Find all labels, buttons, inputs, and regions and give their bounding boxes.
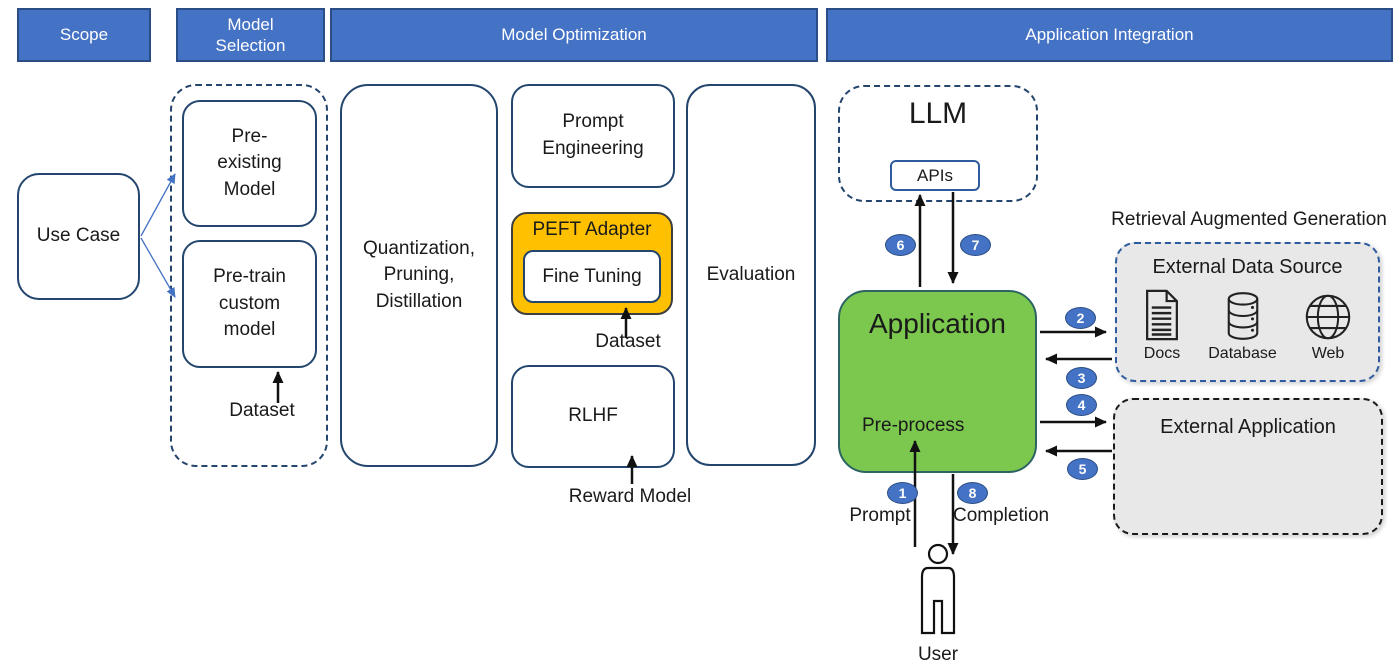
- rag-label: Retrieval Augmented Generation: [1111, 209, 1387, 230]
- evaluation-label: Evaluation: [706, 263, 796, 285]
- flow-badge-8-label: 8: [968, 485, 977, 501]
- external-data-source-icons: Docs Database: [1117, 279, 1378, 363]
- phase-application-integration-label: Application Integration: [1025, 25, 1194, 45]
- flow-badge-1: 1: [887, 482, 918, 504]
- external-data-source-title: External Data Source: [1152, 256, 1343, 278]
- application-label: Application: [869, 308, 1006, 339]
- flow-badge-3-label: 3: [1077, 370, 1086, 386]
- fine-tuning-label: Fine Tuning: [542, 265, 642, 287]
- phase-application-integration: Application Integration: [826, 8, 1393, 62]
- flow-badge-5-label: 5: [1078, 461, 1087, 477]
- flow-badge-7-label: 7: [971, 237, 980, 253]
- quantization-node: Quantization, Pruning, Distillation: [340, 84, 498, 467]
- rlhf-label: RLHF: [568, 405, 618, 427]
- use-case-node: Use Case: [17, 173, 140, 300]
- fine-tuning-node: Fine Tuning: [523, 250, 661, 303]
- web-label: Web: [1311, 345, 1345, 362]
- eds-docs-item: Docs: [1143, 289, 1181, 363]
- eds-database-item: Database: [1208, 291, 1277, 363]
- docs-label: Docs: [1143, 345, 1181, 362]
- phase-scope: Scope: [17, 8, 151, 62]
- flow-badge-5: 5: [1067, 458, 1098, 480]
- peft-adapter-label: PEFT Adapter: [532, 219, 652, 240]
- flow-badge-2: 2: [1065, 307, 1096, 329]
- flow-badge-7: 7: [960, 234, 991, 256]
- rlhf-node: RLHF: [511, 365, 675, 468]
- application-node: Application Pre-process: [838, 290, 1037, 473]
- llm-label: LLM: [908, 97, 968, 130]
- completion-label: Completion: [953, 505, 1050, 526]
- pre-train-model-label: Pre-train custom model: [213, 266, 286, 341]
- user-icon: [920, 543, 956, 635]
- use-case-label: Use Case: [36, 225, 121, 247]
- external-application-node: External Application: [1113, 398, 1383, 535]
- pre-existing-model-label: Pre-existing Model: [217, 125, 282, 200]
- flow-badge-6: 6: [885, 234, 916, 256]
- apis-node: APIs: [890, 160, 980, 191]
- prompt-engineering-label: Prompt Engineering: [542, 111, 644, 159]
- reward-model-label: Reward Model: [568, 486, 692, 507]
- apis-label: APIs: [917, 165, 953, 185]
- flow-badge-8: 8: [957, 482, 988, 504]
- flow-badge-3: 3: [1066, 367, 1097, 389]
- external-application-title: External Application: [1160, 416, 1336, 438]
- docs-icon: [1146, 289, 1178, 341]
- phase-model-selection-label: Model Selection: [215, 14, 286, 55]
- database-label: Database: [1208, 345, 1277, 362]
- peft-dataset-label: Dataset: [595, 331, 661, 352]
- flow-badge-4-label: 4: [1077, 397, 1086, 413]
- pre-train-model-node: Pre-train custom model: [182, 240, 317, 368]
- prompt-label: Prompt: [849, 505, 911, 526]
- evaluation-node: Evaluation: [686, 84, 816, 466]
- web-icon: [1305, 294, 1351, 340]
- flow-badge-1-label: 1: [898, 485, 907, 501]
- phase-model-optimization-label: Model Optimization: [501, 25, 647, 45]
- user-label: User: [917, 644, 959, 665]
- pre-existing-model-node: Pre-existing Model: [182, 100, 317, 227]
- phase-model-optimization: Model Optimization: [330, 8, 818, 62]
- model-selection-dataset-label: Dataset: [229, 400, 295, 421]
- quantization-label: Quantization, Pruning, Distillation: [363, 237, 475, 312]
- external-data-source-node: External Data Source Docs: [1115, 242, 1380, 382]
- flow-badge-4: 4: [1066, 394, 1097, 416]
- phase-model-selection: Model Selection: [176, 8, 325, 62]
- flow-badge-6-label: 6: [896, 237, 905, 253]
- flow-badge-2-label: 2: [1076, 310, 1085, 326]
- phase-scope-label: Scope: [59, 25, 109, 45]
- database-icon: [1227, 292, 1258, 340]
- eds-web-item: Web: [1304, 293, 1352, 363]
- pre-process-label: Pre-process: [862, 415, 965, 436]
- prompt-engineering-node: Prompt Engineering: [511, 84, 675, 188]
